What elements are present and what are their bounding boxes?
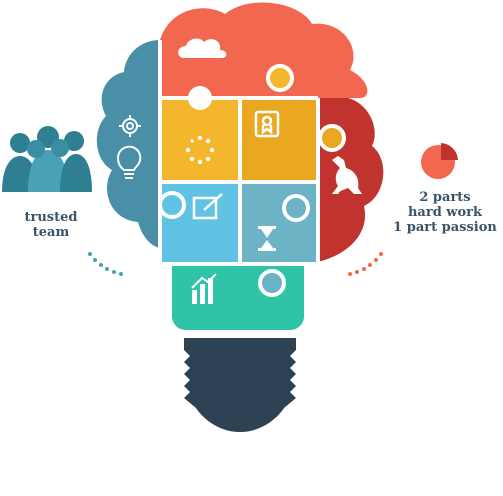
team-icon: [2, 126, 92, 192]
left-dotted-arc: [88, 252, 123, 276]
puzzle-tabs: [158, 64, 346, 297]
piece-separators: [158, 40, 320, 266]
hard-work-caption: 2 parts hard work 1 part passion: [384, 190, 503, 235]
right-dotted-arc: [348, 252, 383, 276]
kangaroo-icon: [332, 156, 362, 194]
hourglass-icon: [258, 226, 276, 251]
lightbulb-icon: [117, 145, 142, 179]
right-caption-line2: hard work: [407, 205, 483, 220]
bar-chart-icon: [191, 273, 217, 304]
trusted-team-caption: trusted team: [14, 210, 88, 240]
dark-yellow-piece: [240, 98, 318, 182]
top-red-piece: [160, 2, 368, 98]
left-caption-line1: trusted: [24, 210, 78, 225]
edit-icon: [192, 193, 223, 220]
steel-blue-piece: [240, 182, 318, 264]
left-caption-line2: team: [32, 225, 70, 240]
bulb-base: [184, 338, 296, 432]
left-blue-lobe: [96, 40, 160, 248]
pie-chart-icon: [421, 143, 458, 179]
teal-piece: [172, 264, 304, 330]
cloud-icon: [178, 38, 227, 58]
right-caption-line3: 1 part passion: [393, 220, 497, 235]
gear-icon: [119, 115, 141, 137]
loading-dots-icon: [185, 135, 215, 165]
certificate-icon: [254, 110, 280, 138]
right-caption-line1: 2 parts: [419, 190, 471, 205]
